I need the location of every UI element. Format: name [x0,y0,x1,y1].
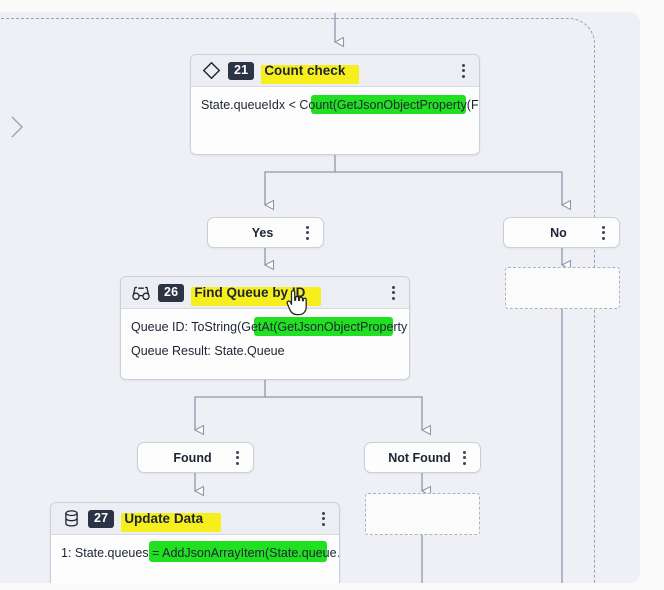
branch-label: No [550,225,567,240]
node-badge: 21 [228,61,255,80]
kebab-menu-icon[interactable] [229,448,245,468]
kebab-menu-icon[interactable] [595,223,611,243]
branch-label: Yes [251,225,274,240]
node-header[interactable]: 27 Update Data [51,503,339,535]
node-badge: 27 [88,509,115,528]
kebab-menu-icon[interactable] [455,61,471,81]
node-badge: 26 [158,283,185,302]
node-title-wrap: Count check [261,62,449,84]
node-title-wrap: Find Queue by ID [191,284,379,306]
node-body: Queue ID: ToString(GetAt(GetJsonObjectPr… [121,309,410,379]
flow-canvas[interactable]: 21 Count check State.queueIdx < Count(Ge… [0,12,640,583]
expression-line: 1: State.queues = AddJsonArrayItem(State… [61,546,340,560]
branch-no[interactable]: No [503,217,620,248]
node-body: 1: State.queues = AddJsonArrayItem(State… [51,535,339,583]
placeholder-no[interactable] [505,267,620,309]
branch-found[interactable]: Found [137,442,254,473]
diamond-choice-icon [201,61,221,81]
node-header[interactable]: 21 Count check [191,55,479,87]
expression-line: State.queueIdx < Count(GetJsonObjectProp… [201,98,480,112]
node-title: Count check [264,63,346,78]
node-body: State.queueIdx < Count(GetJsonObjectProp… [191,87,480,154]
node-update-data[interactable]: 27 Update Data 1: State.queues = AddJson… [50,502,340,583]
expression-line: Queue Result: State.Queue [131,344,285,358]
green-highlight [311,95,466,114]
database-icon [61,509,81,529]
yellow-highlight [121,513,222,532]
binoculars-find-icon [131,283,151,303]
node-title: Update Data [124,511,204,526]
green-highlight [149,541,327,562]
branch-label: Not Found [388,450,451,465]
placeholder-not-found[interactable] [365,493,480,535]
node-find-queue-by-id[interactable]: 26 Find Queue by ID Queue ID: ToString(G… [120,276,410,380]
kebab-menu-icon[interactable] [299,223,315,243]
expression-line: Queue ID: ToString(GetAt(GetJsonObjectPr… [131,320,410,334]
branch-yes[interactable]: Yes [207,217,324,248]
node-title: Find Queue by ID [194,285,306,300]
green-highlight [254,317,393,336]
node-header[interactable]: 26 Find Queue by ID [121,277,409,309]
branch-not-found[interactable]: Not Found [364,442,481,473]
kebab-menu-icon[interactable] [456,448,472,468]
yellow-highlight [261,65,360,84]
kebab-menu-icon[interactable] [385,283,401,303]
branch-label: Found [173,450,212,465]
kebab-menu-icon[interactable] [315,509,331,529]
connector-edges [193,13,572,583]
node-count-check[interactable]: 21 Count check State.queueIdx < Count(Ge… [190,54,480,155]
node-title-wrap: Update Data [121,510,309,532]
